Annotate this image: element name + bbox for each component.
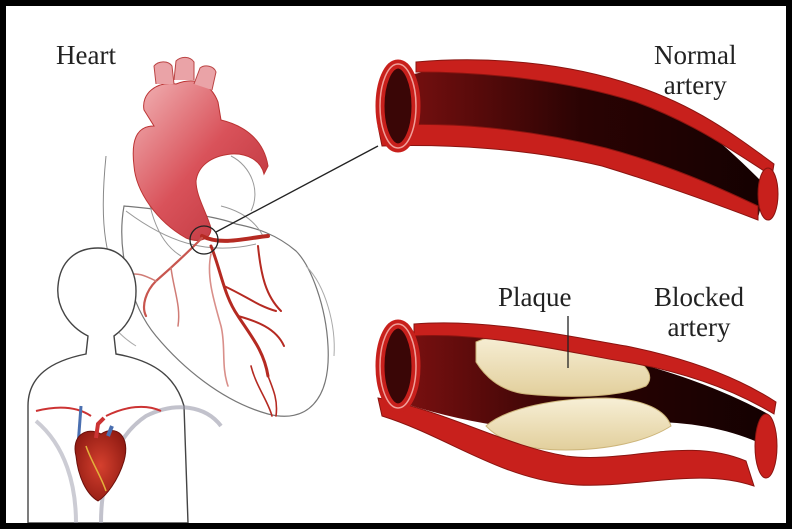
pointer-line: [216, 146, 378, 232]
normal-artery-label-line2: artery: [654, 70, 736, 100]
blocked-artery-label: Blocked artery: [654, 282, 744, 342]
plaque-label: Plaque: [498, 282, 572, 312]
body-silhouette: [28, 248, 221, 523]
normal-artery-label-line1: Normal: [654, 40, 736, 70]
blocked-artery-label-line1: Blocked: [654, 282, 744, 312]
normal-artery-label: Normal artery: [654, 40, 736, 100]
blocked-artery-label-line2: artery: [654, 312, 744, 342]
heart-label: Heart: [56, 40, 116, 70]
diagram-frame: Heart Normal artery Plaque Blocked arter…: [6, 6, 786, 523]
